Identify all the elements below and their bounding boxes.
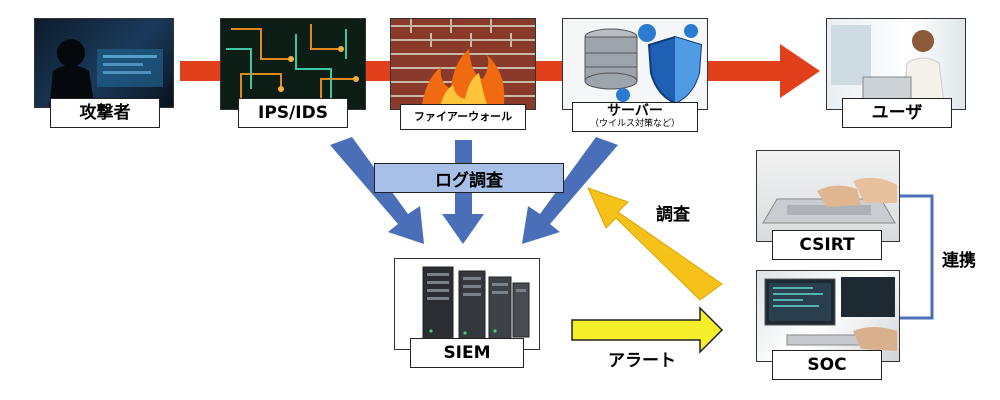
csirt-image: [756, 150, 900, 242]
soc-image: [756, 270, 900, 362]
investigation-label: 調査: [656, 205, 690, 225]
server-node: サーバー （ウイルス対策など）: [562, 18, 708, 132]
firewall-label: ファイアーウォール: [413, 109, 513, 123]
user-label: ユーザ: [871, 102, 923, 123]
siem-caption: SIEM: [410, 338, 524, 368]
server-label: サーバー: [607, 103, 663, 120]
siem-image: [394, 258, 540, 350]
server-caption: サーバー （ウイルス対策など）: [572, 102, 698, 132]
cooperation-label: 連携: [942, 251, 976, 271]
siem-label: SIEM: [443, 342, 491, 363]
csirt-caption: CSIRT: [772, 230, 882, 260]
log-investigation-box: ログ調査: [374, 163, 564, 193]
log-arrow-right: [522, 137, 618, 244]
ips-image: [220, 18, 366, 110]
soc-label: SOC: [807, 354, 847, 375]
cooperation-line: [900, 194, 934, 320]
attacker-node: 攻撃者: [34, 18, 174, 130]
user-caption: ユーザ: [842, 98, 952, 128]
attack-path-arrowhead: [780, 44, 820, 98]
ips-node: IPS/IDS: [220, 18, 366, 130]
log-investigation-label: ログ調査: [435, 170, 503, 191]
investigate-arrow: [587, 187, 723, 301]
ips-caption: IPS/IDS: [238, 98, 348, 128]
server-sublabel: （ウイルス対策など）: [589, 118, 680, 129]
soc-caption: SOC: [772, 350, 882, 380]
csirt-node: CSIRT: [756, 150, 900, 262]
user-node: ユーザ: [826, 18, 966, 130]
user-image: [826, 18, 966, 110]
siem-node: SIEM: [394, 258, 540, 370]
ips-label: IPS/IDS: [258, 102, 328, 123]
csirt-label: CSIRT: [799, 234, 855, 255]
firewall-image: [390, 18, 536, 110]
alert-label: アラート: [608, 351, 676, 371]
soc-node: SOC: [756, 270, 900, 382]
attacker-caption: 攻撃者: [50, 98, 160, 128]
firewall-caption: ファイアーウォール: [400, 104, 526, 130]
firewall-node: ファイアーウォール: [390, 18, 536, 130]
alert-arrow: [571, 306, 724, 354]
attacker-image: [34, 18, 174, 108]
server-image: [562, 18, 708, 110]
attacker-label: 攻撃者: [79, 102, 131, 123]
